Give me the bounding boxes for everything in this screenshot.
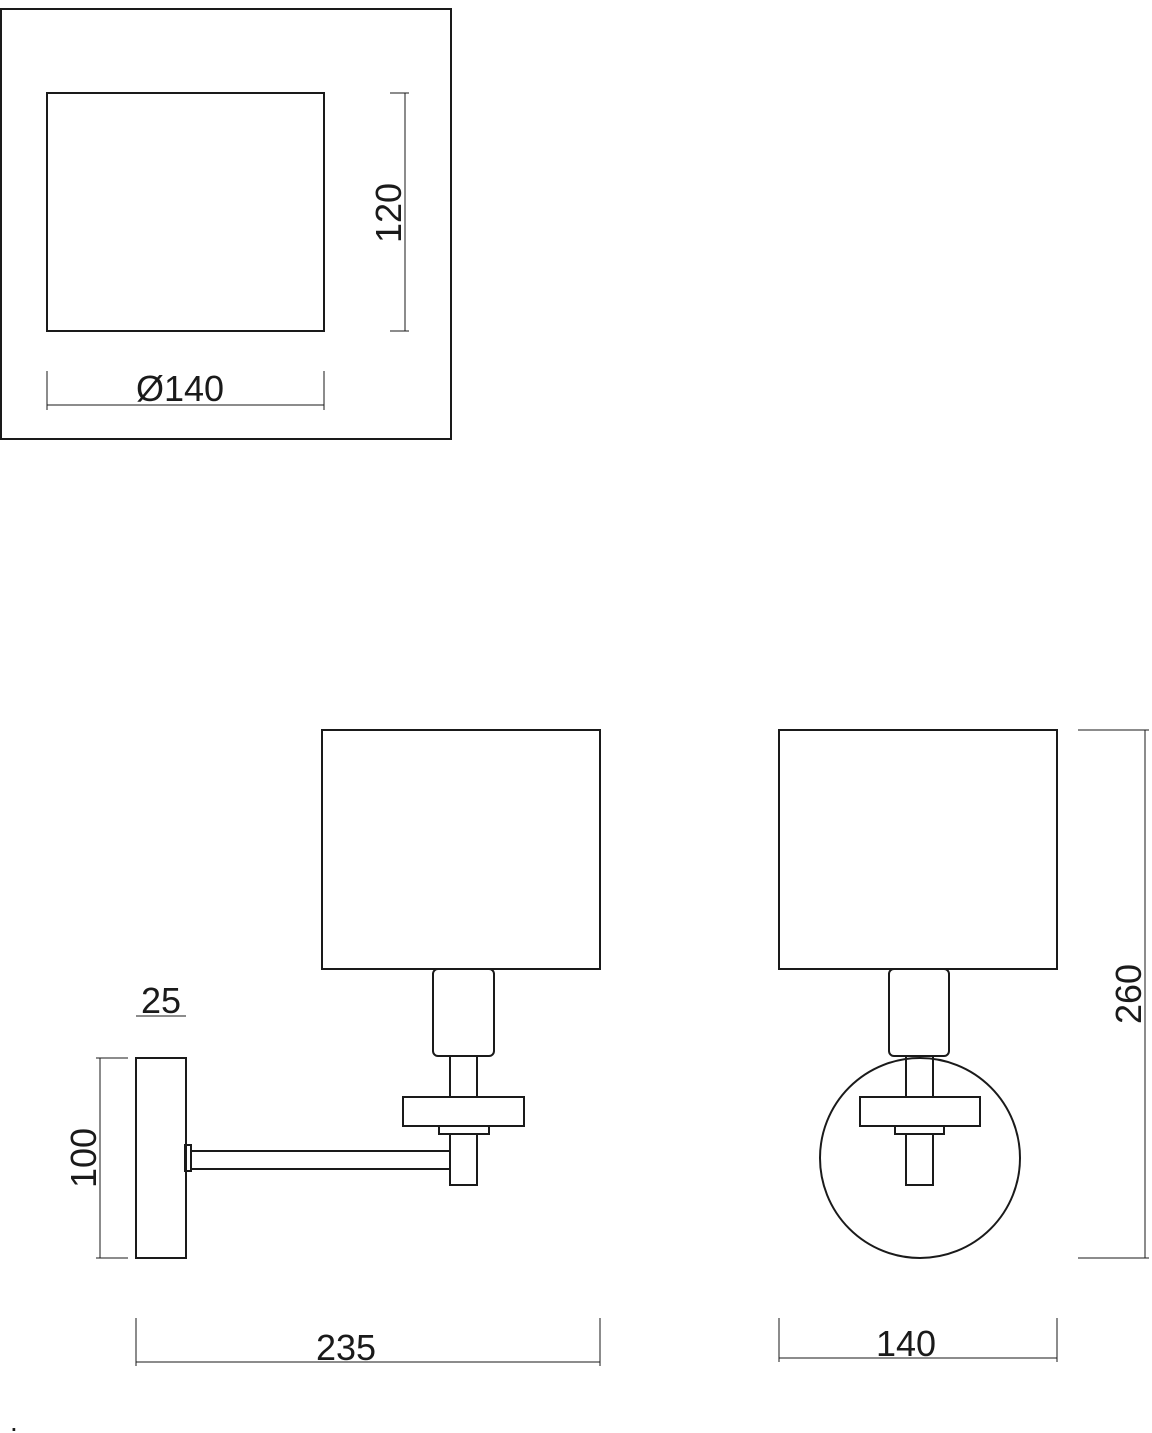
wall-plate <box>135 1057 187 1259</box>
dimension-100-label: 100 <box>63 1128 104 1188</box>
top-view-frame <box>0 8 452 440</box>
dimension-260: 260 <box>1078 729 1149 1259</box>
front-lamp-holder <box>888 968 950 1057</box>
front-view: 260 140 <box>778 729 1149 1364</box>
side-view: 25 100 235 <box>63 729 601 1368</box>
dimension-260-label: 260 <box>1108 964 1149 1024</box>
front-cup-plate <box>859 1096 981 1127</box>
front-upper-stem <box>905 1055 934 1098</box>
dimension-140-label: 140 <box>876 1323 936 1364</box>
dimension-100: 100 <box>63 1057 128 1259</box>
dimension-25: 25 <box>136 980 186 1021</box>
dimension-120: 120 <box>368 92 409 332</box>
front-shade <box>778 729 1058 970</box>
dimension-140: 140 <box>778 1318 1058 1364</box>
arm <box>190 1150 451 1170</box>
side-shade <box>321 729 601 970</box>
upper-stem <box>449 1055 478 1098</box>
dimension-25-label: 25 <box>141 980 181 1021</box>
dimension-diameter-140: Ø140 <box>46 368 325 410</box>
wall-plate-circle <box>819 1057 1021 1259</box>
dimension-diameter-label: Ø140 <box>136 368 224 409</box>
lower-stem <box>449 1133 478 1186</box>
front-lower-stem <box>905 1133 934 1186</box>
top-view-shade <box>46 92 325 332</box>
cup-plate <box>402 1096 525 1127</box>
top-view: 120 Ø140 <box>0 8 452 440</box>
dimension-235: 235 <box>135 1318 601 1368</box>
dimension-120-label: 120 <box>368 183 409 243</box>
lamp-holder <box>432 968 495 1057</box>
footer-mark: . <box>10 1406 18 1433</box>
dimension-235-label: 235 <box>316 1327 376 1368</box>
front-collar <box>894 1125 945 1135</box>
collar-ring <box>438 1125 490 1135</box>
